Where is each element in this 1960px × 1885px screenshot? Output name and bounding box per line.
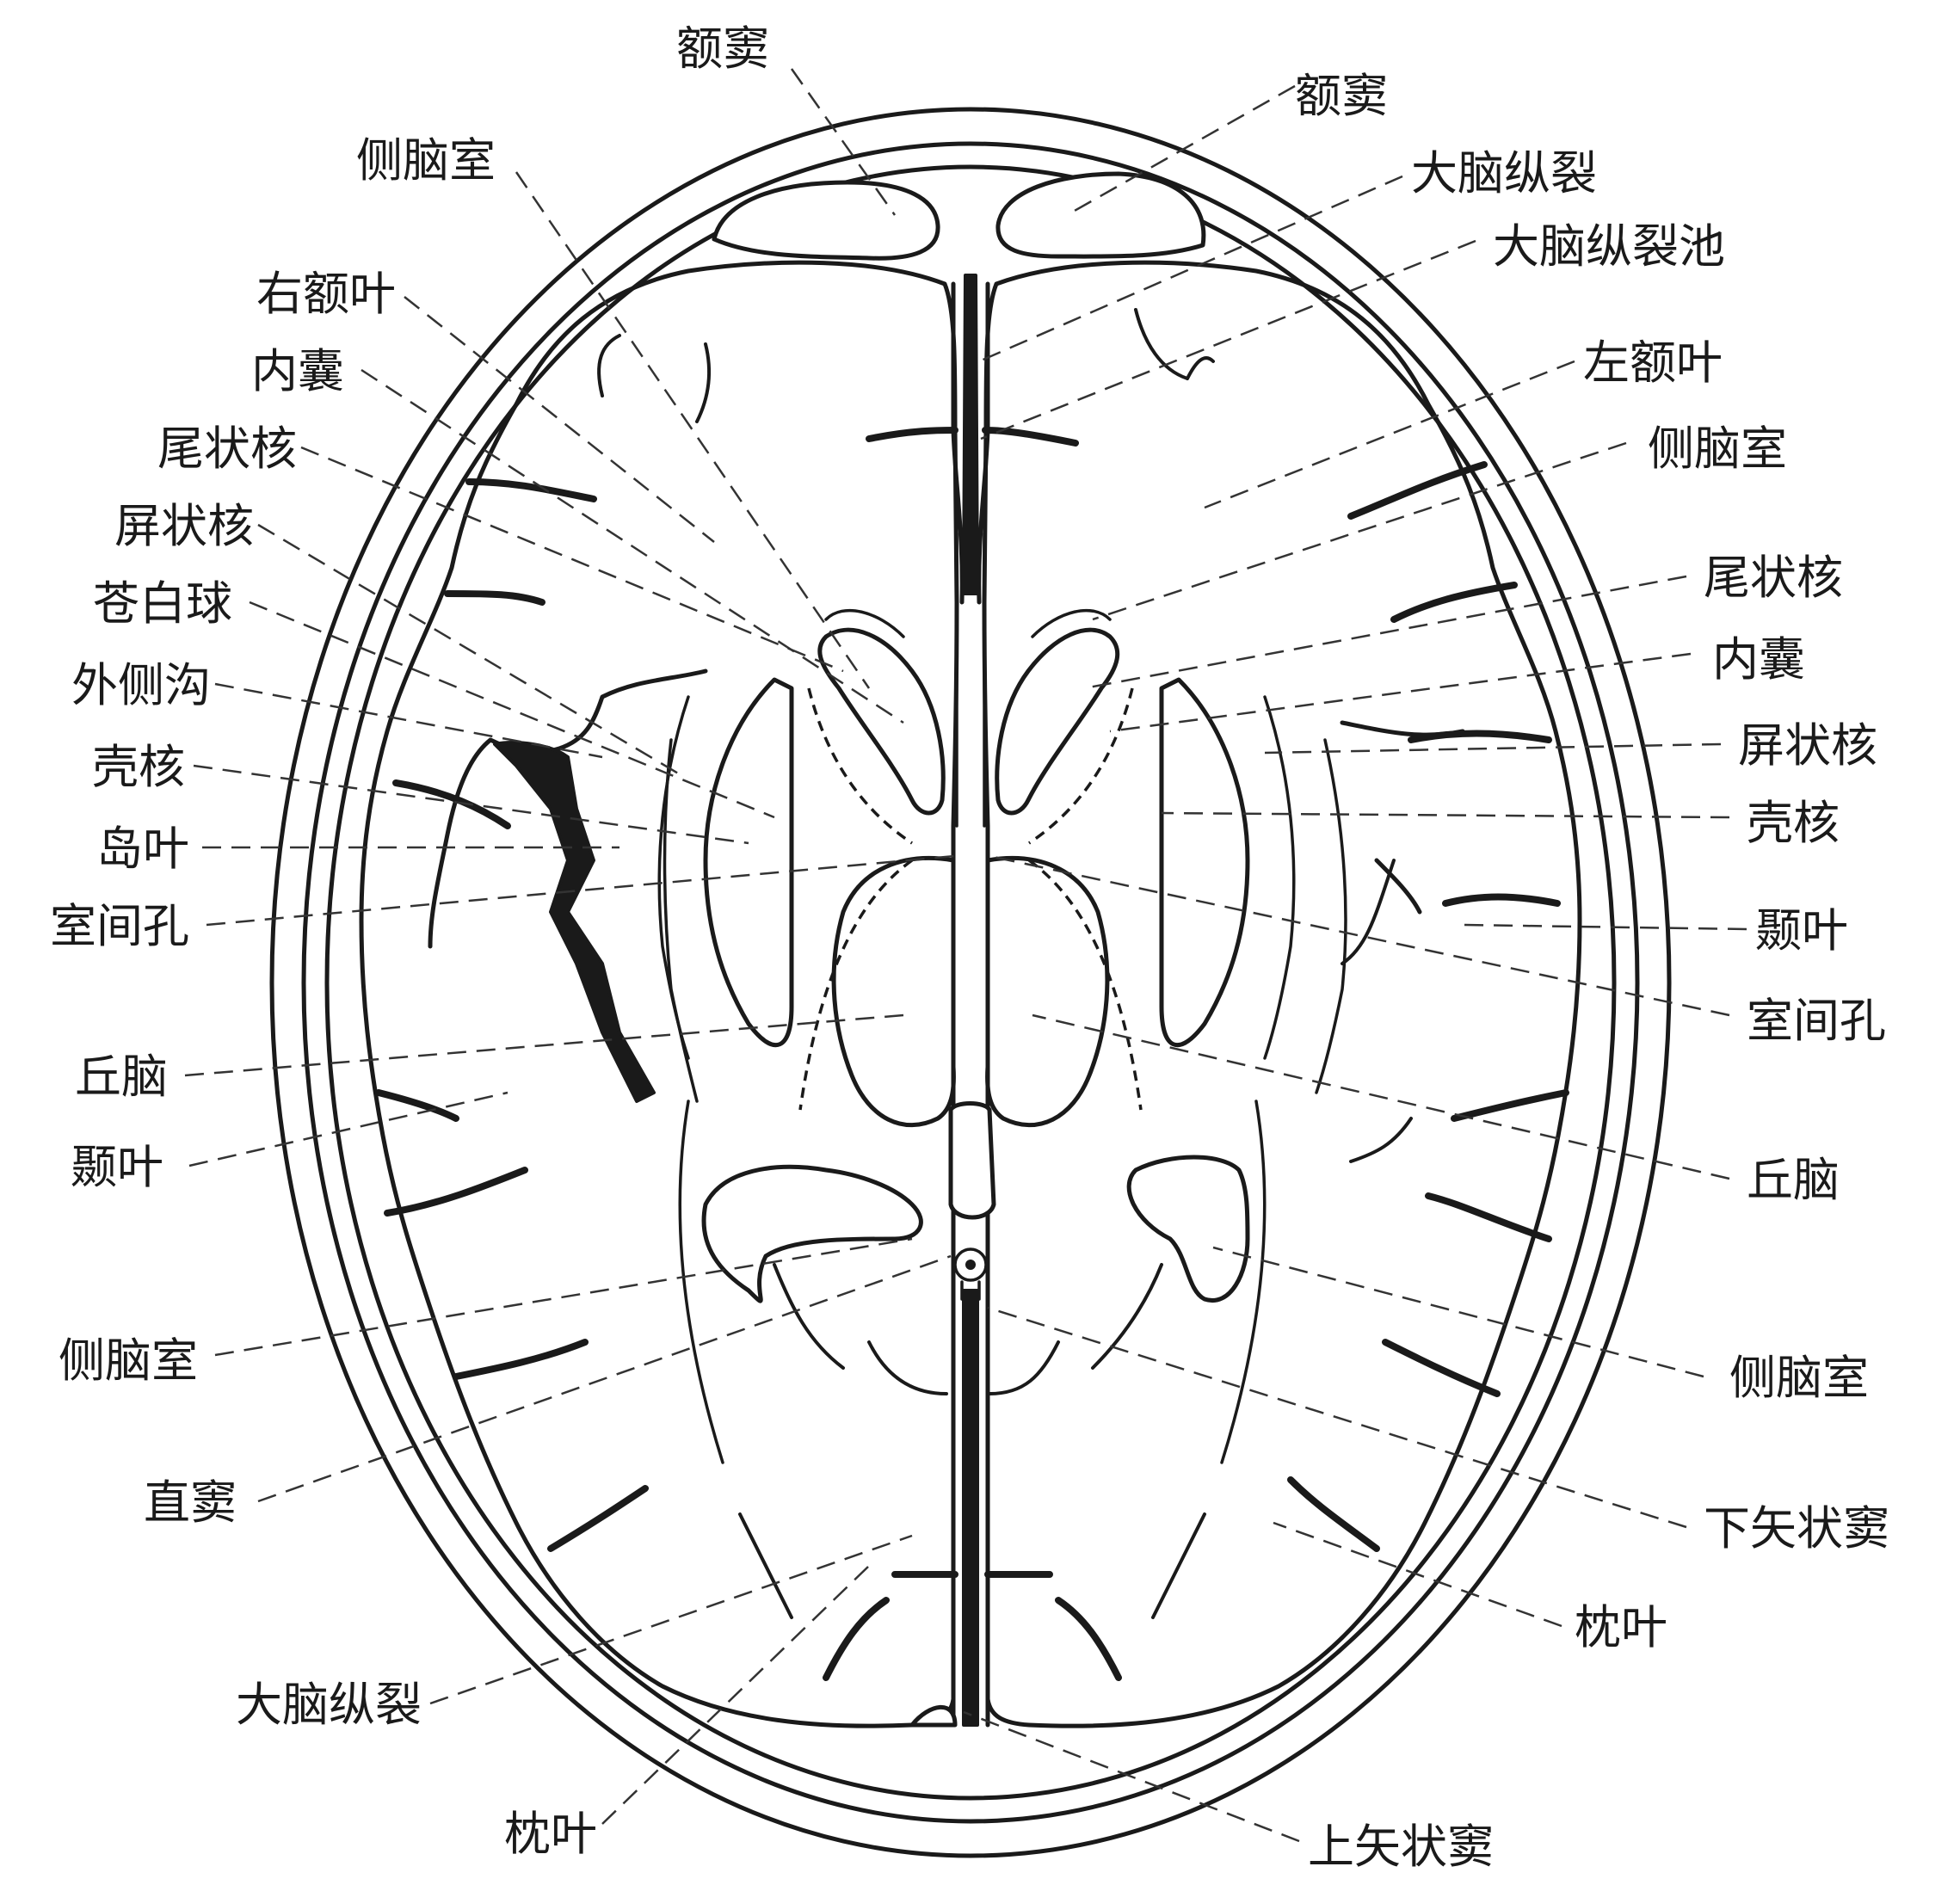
occipital-sulci-right bbox=[774, 1265, 946, 1394]
leader-l-thalamus bbox=[185, 1015, 903, 1075]
leader-l-capsule bbox=[361, 370, 903, 723]
lateral-ventricle-frontal-horn-right bbox=[820, 630, 943, 813]
claustrum-left bbox=[1265, 697, 1294, 1058]
putamen-left bbox=[1162, 680, 1248, 1045]
putamen-right bbox=[706, 680, 792, 1045]
sulcus-l-3 bbox=[1136, 310, 1187, 379]
label-globus-pallidus: 苍白球 bbox=[93, 576, 232, 631]
sulcus-r-3 bbox=[599, 336, 619, 396]
insular-cortex-left bbox=[1316, 740, 1346, 1093]
sulcus-r-4 bbox=[697, 344, 709, 422]
straight-sinus-region bbox=[951, 1104, 994, 1218]
sulcus-r-8 bbox=[456, 1342, 585, 1377]
leader-r-foramen bbox=[989, 856, 1729, 1015]
label-superior-sagittal-sinus: 上矢状窦 bbox=[1308, 1820, 1494, 1874]
sulcus-l-12 bbox=[1058, 1600, 1119, 1678]
thalamus-right bbox=[834, 859, 953, 1125]
sulcus-l-6 bbox=[1445, 897, 1557, 904]
occipital-arc-right bbox=[680, 1101, 723, 1463]
leader-l-claustrum bbox=[258, 525, 680, 774]
label-occipital-lobe-bottom: 枕叶 bbox=[504, 1807, 597, 1861]
label-insula: 岛叶 bbox=[96, 822, 189, 876]
leader-r-putamen bbox=[1162, 813, 1729, 817]
frontal-sinus-left bbox=[998, 174, 1204, 256]
sulcus-l-1 bbox=[1351, 465, 1484, 516]
sulcus-l-9 bbox=[1385, 1342, 1497, 1394]
label-lateral-ventricle-right-2: 侧脑室 bbox=[1729, 1351, 1869, 1405]
lateral-ventricle-posterior-left bbox=[1129, 1157, 1248, 1301]
label-occipital-lobe-right: 枕叶 bbox=[1575, 1600, 1667, 1654]
label-inferior-sagittal-sinus: 下矢状窦 bbox=[1704, 1501, 1889, 1555]
label-claustrum-right: 屏状核 bbox=[1738, 718, 1877, 773]
label-longitudinal-fissure-left: 大脑纵裂 bbox=[236, 1678, 422, 1732]
sulcus-l-4 bbox=[1187, 358, 1213, 379]
label-interventricular-foramen-left: 室间孔 bbox=[50, 899, 189, 953]
leader-r-frontal-lobe bbox=[1205, 361, 1575, 508]
insular-cortex-right bbox=[665, 740, 698, 1101]
label-lateral-ventricle-right-1: 侧脑室 bbox=[1648, 422, 1787, 476]
sulcus-l-14 bbox=[1351, 1118, 1411, 1161]
label-putamen-right: 壳核 bbox=[1747, 796, 1840, 850]
sulcus-r-7 bbox=[387, 1170, 525, 1213]
falx-posterior bbox=[964, 1291, 977, 1725]
leader-r-temporal bbox=[1463, 925, 1747, 929]
deep-nuclei bbox=[659, 680, 1294, 1125]
label-left-frontal-lobe: 左额叶 bbox=[1583, 336, 1723, 390]
label-caudate-left: 尾状核 bbox=[157, 422, 297, 476]
leader-l-fissure bbox=[430, 1536, 912, 1703]
sulcus-r-1 bbox=[469, 482, 594, 499]
label-internal-capsule-right: 内囊 bbox=[1712, 632, 1805, 687]
leader-b-occipital bbox=[602, 1566, 869, 1824]
falx-anterior bbox=[964, 275, 977, 594]
label-thalamus-left: 丘脑 bbox=[75, 1050, 168, 1104]
sulcus-l-11 bbox=[1153, 1514, 1205, 1617]
label-temporal-lobe-right: 颞叶 bbox=[1755, 903, 1848, 958]
thalamus-left bbox=[988, 859, 1107, 1125]
label-right-frontal-lobe: 右额叶 bbox=[256, 267, 396, 321]
sulcus-r-11 bbox=[826, 1600, 886, 1678]
midline-structures bbox=[869, 275, 1076, 1725]
sulcus-r-2 bbox=[447, 594, 542, 602]
occipital-sulci-left bbox=[989, 1265, 1162, 1394]
label-lateral-ventricle-left-2: 侧脑室 bbox=[59, 1334, 198, 1388]
label-interventricular-foramen-right: 室间孔 bbox=[1747, 994, 1886, 1048]
sulcus-l-13 bbox=[1342, 860, 1394, 964]
label-straight-sinus: 直窦 bbox=[144, 1475, 237, 1530]
third-ventricle bbox=[953, 826, 988, 1118]
sulcus-r-9 bbox=[551, 1488, 645, 1549]
label-putamen-left: 壳核 bbox=[92, 740, 185, 794]
sulcus-r-6 bbox=[379, 1093, 456, 1118]
sulcus-l-10 bbox=[1291, 1480, 1377, 1549]
leader-l-temporal bbox=[189, 1093, 508, 1166]
label-lateral-ventricle-left-1: 侧脑室 bbox=[356, 133, 496, 188]
inferior-sagittal-sinus-dot bbox=[965, 1260, 976, 1270]
lateral-ventricle-frontal-horn-left bbox=[997, 630, 1118, 813]
label-frontal-sinus-right: 额窦 bbox=[1295, 69, 1388, 123]
sulcus-l-8 bbox=[1428, 1196, 1549, 1239]
label-longitudinal-fissure-right: 大脑纵裂 bbox=[1411, 146, 1597, 200]
leader-l-straight-sinus bbox=[258, 1256, 951, 1501]
leader-r-inf-sinus bbox=[988, 1308, 1686, 1527]
label-temporal-lobe-left: 颞叶 bbox=[71, 1140, 163, 1194]
sulcus-r-10 bbox=[740, 1514, 792, 1617]
leader-r-claustrum bbox=[1265, 744, 1721, 753]
leader-l-caudate bbox=[301, 447, 843, 671]
label-frontal-sinus-top: 额窦 bbox=[676, 22, 769, 76]
lateral-ventricle-posterior-right bbox=[704, 1167, 921, 1301]
superior-sagittal-sinus-posterior bbox=[912, 1707, 955, 1725]
label-lateral-sulcus: 外侧沟 bbox=[71, 658, 211, 712]
label-caudate-right: 尾状核 bbox=[1704, 551, 1843, 605]
sulcus-l-7 bbox=[1454, 1093, 1566, 1118]
insula-lateral-sulcus bbox=[430, 671, 1463, 1101]
sulcus-l-2 bbox=[1394, 585, 1514, 619]
label-thalamus-right: 丘脑 bbox=[1747, 1153, 1840, 1207]
leader-b-superior-sinus bbox=[964, 1712, 1299, 1841]
label-internal-capsule-left: 内囊 bbox=[251, 344, 344, 398]
leader-r-ventricle-1 bbox=[1093, 443, 1626, 619]
label-longitudinal-cistern: 大脑纵裂池 bbox=[1493, 219, 1725, 274]
frontal-sinuses bbox=[714, 174, 1204, 258]
label-claustrum-left: 屏状核 bbox=[114, 499, 254, 553]
